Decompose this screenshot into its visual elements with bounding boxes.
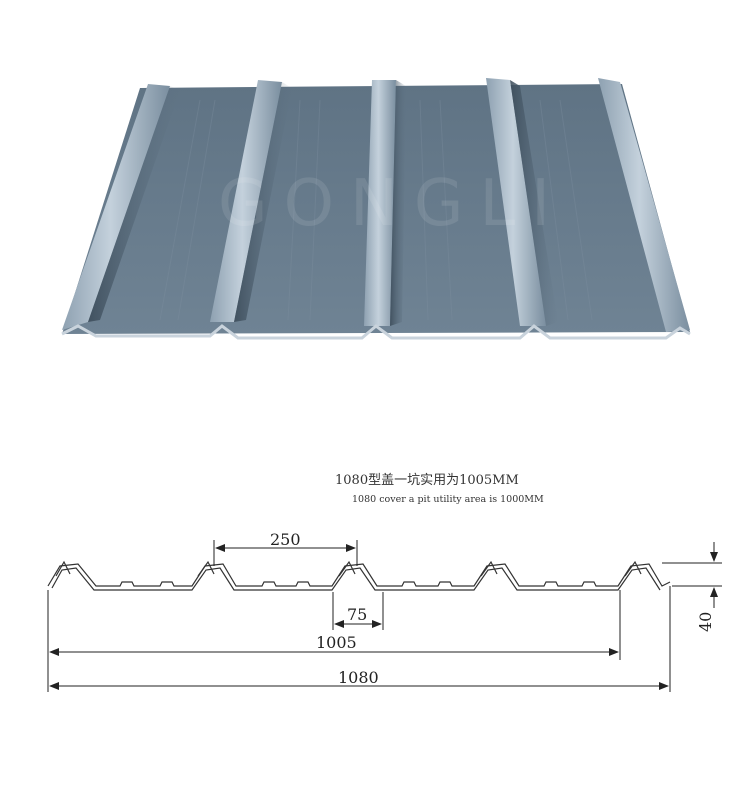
rib-2 [210, 80, 282, 322]
rib-5 [598, 78, 690, 332]
profile-cross-section [47, 560, 671, 591]
label-rib-pitch: 250 [270, 530, 301, 549]
sheet-streaks [159, 99, 593, 321]
rib-1-shadow [88, 86, 180, 322]
rib-4-shadow [510, 80, 558, 326]
rib-3 [364, 80, 396, 326]
watermark-text: GONGLI [218, 167, 566, 241]
roof-sheet-photo: GONGLI [61, 78, 691, 340]
caption-chinese: 1080型盖一坑实用为1005MM [335, 473, 519, 488]
rib-3-shadow [390, 80, 406, 326]
sheet-bottom-edge [61, 324, 691, 340]
dimension-lines [47, 540, 722, 692]
profile-inner-line [51, 567, 661, 591]
rib-2-shadow [234, 82, 292, 322]
rib-4 [486, 78, 546, 326]
caption-english: 1080 cover a pit utility area is 1000MM [352, 494, 544, 505]
label-effective-width: 1005 [316, 633, 357, 652]
profile-outline [47, 563, 671, 587]
rib-1 [62, 84, 170, 330]
label-rib-height: 40 [696, 612, 715, 632]
sheet-ribs [62, 78, 690, 332]
label-rib-top-width: 75 [347, 605, 367, 624]
label-total-width: 1080 [338, 668, 379, 687]
